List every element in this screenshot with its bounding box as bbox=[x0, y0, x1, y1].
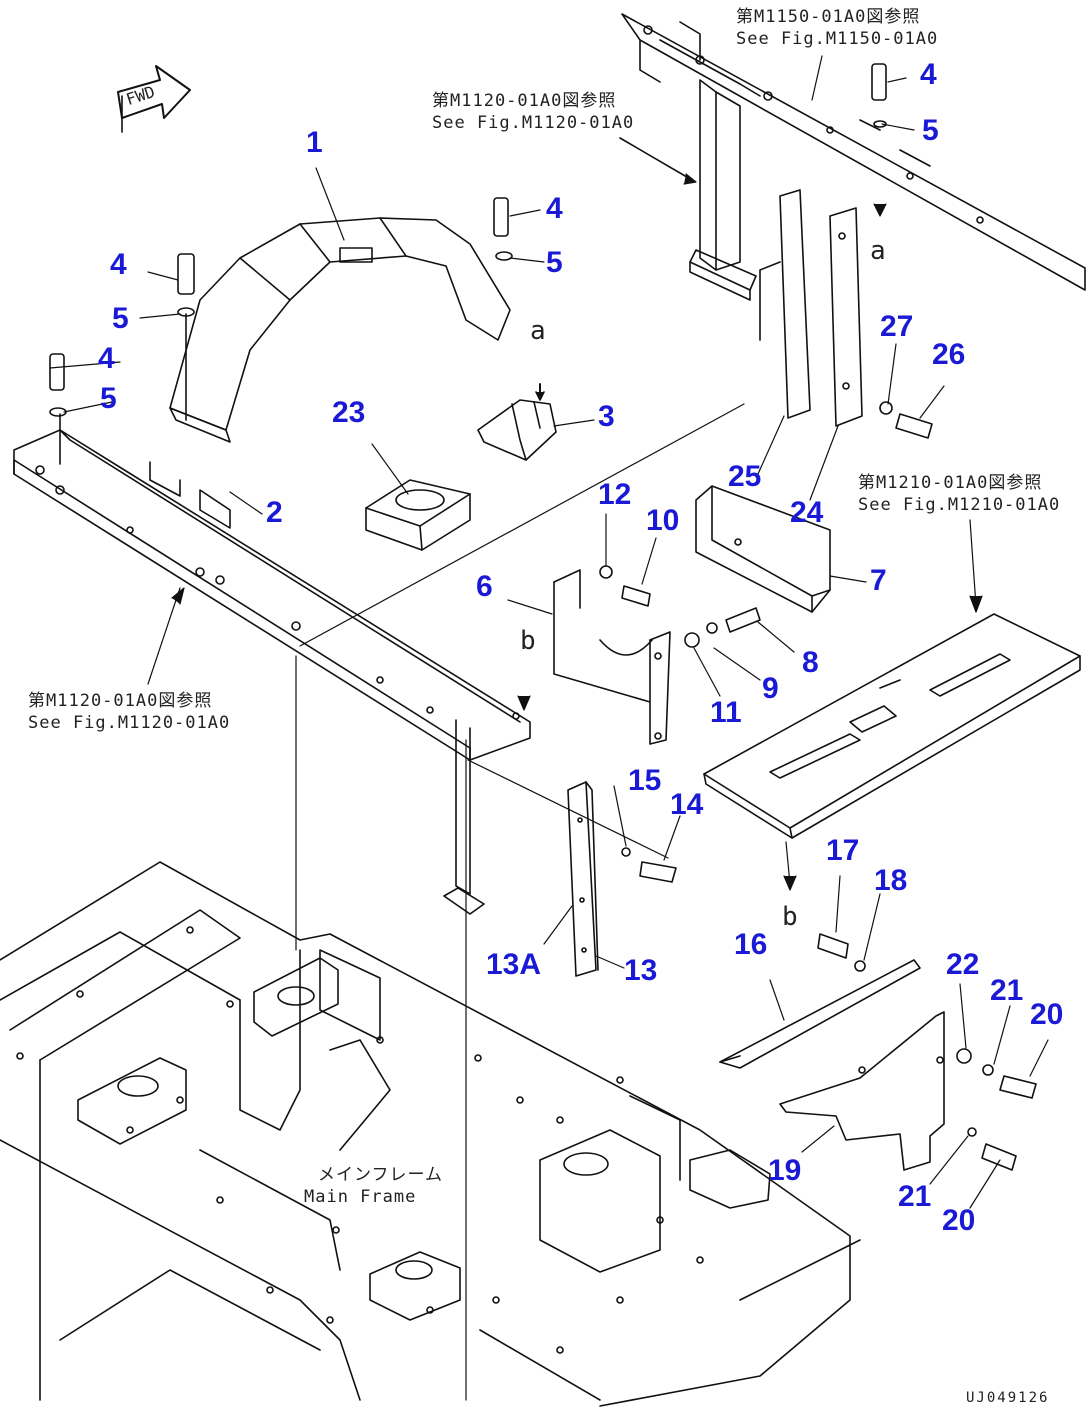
ref-m1150-jp: 第M1150-01A0図参照 bbox=[736, 7, 921, 27]
main-frame-label: メインフレーム Main Frame bbox=[304, 1164, 443, 1208]
callout-11: 11 bbox=[710, 696, 742, 729]
part-1-guard bbox=[169, 217, 511, 443]
callout-5-a: 5 bbox=[922, 114, 939, 147]
ref-m1210-jp: 第M1210-01A0図参照 bbox=[858, 473, 1043, 493]
callout-13A: 13A bbox=[486, 948, 542, 981]
part-19-cover bbox=[779, 1011, 945, 1171]
callout-13: 13 bbox=[624, 954, 658, 987]
callout-20-a: 20 bbox=[1030, 998, 1064, 1031]
marker-b-2: b bbox=[782, 902, 798, 932]
callout-7: 7 bbox=[870, 564, 887, 597]
callout-3: 3 bbox=[598, 400, 615, 433]
callout-20-b: 20 bbox=[942, 1204, 976, 1237]
callout-17: 17 bbox=[826, 834, 860, 867]
center-post bbox=[443, 719, 485, 915]
callout-2: 2 bbox=[266, 496, 283, 529]
callout-19: 19 bbox=[768, 1154, 802, 1187]
callout-4-c: 4 bbox=[110, 248, 127, 281]
ref-m1120-left-en: See Fig.M1120-01A0 bbox=[28, 713, 231, 733]
marker-a-2: a bbox=[870, 236, 886, 266]
marker-a-1: a bbox=[530, 316, 546, 346]
callout-4-a: 4 bbox=[920, 58, 937, 91]
callout-10: 10 bbox=[646, 504, 680, 537]
ref-m1120-top-jp: 第M1120-01A0図参照 bbox=[432, 91, 617, 111]
callout-21-a: 21 bbox=[990, 974, 1024, 1007]
ref-note-m1150: 第M1150-01A0図参照 See Fig.M1150-01A0 bbox=[736, 6, 938, 50]
part-23-pad bbox=[365, 479, 471, 551]
callout-23: 23 bbox=[332, 396, 366, 429]
ref-note-m1120-top: 第M1120-01A0図参照 See Fig.M1120-01A0 bbox=[432, 90, 634, 134]
callout-26: 26 bbox=[932, 338, 966, 371]
callout-18: 18 bbox=[874, 864, 908, 897]
callout-22: 22 bbox=[946, 948, 980, 981]
callout-16: 16 bbox=[734, 928, 768, 961]
ref-note-m1210: 第M1210-01A0図参照 See Fig.M1210-01A0 bbox=[858, 472, 1060, 516]
callout-15: 15 bbox=[628, 764, 662, 797]
callout-9: 9 bbox=[762, 672, 779, 705]
part-13-channel bbox=[567, 781, 599, 977]
ref-note-m1120-left: 第M1120-01A0図参照 See Fig.M1120-01A0 bbox=[28, 690, 230, 734]
marker-b-1: b bbox=[520, 626, 536, 656]
callout-14: 14 bbox=[670, 788, 704, 821]
fwd-arrow-icon bbox=[117, 65, 191, 133]
callout-6: 6 bbox=[476, 570, 493, 603]
main-frame bbox=[0, 861, 861, 1407]
callout-4-d: 4 bbox=[98, 342, 115, 375]
ref-m1120-left-jp: 第M1120-01A0図参照 bbox=[28, 691, 213, 711]
floor-plate bbox=[703, 613, 1081, 839]
ref-m1210-en: See Fig.M1210-01A0 bbox=[858, 495, 1061, 515]
ref-m1150-en: See Fig.M1150-01A0 bbox=[736, 29, 939, 49]
ref-m1120-top-en: See Fig.M1120-01A0 bbox=[432, 113, 635, 133]
callout-24: 24 bbox=[790, 496, 824, 529]
leader-lines bbox=[49, 55, 1049, 1401]
part-16-angle bbox=[719, 959, 921, 1069]
drawing-code: UJ049126 bbox=[966, 1390, 1050, 1406]
callout-21-b: 21 bbox=[898, 1180, 932, 1213]
callout-4-b: 4 bbox=[546, 192, 563, 225]
support-post bbox=[689, 79, 757, 301]
callout-1: 1 bbox=[306, 126, 323, 159]
callout-8: 8 bbox=[802, 646, 819, 679]
callout-5-d: 5 bbox=[100, 382, 117, 415]
part-6-plate bbox=[553, 569, 671, 745]
top-rail bbox=[621, 13, 1086, 291]
callout-27: 27 bbox=[880, 310, 914, 343]
part-7-block bbox=[695, 485, 831, 613]
part-24-25-strips bbox=[759, 189, 863, 427]
callout-12: 12 bbox=[598, 478, 632, 511]
main-frame-jp: メインフレーム bbox=[318, 1165, 443, 1185]
fasteners bbox=[49, 63, 1037, 1171]
part-3-bracket bbox=[477, 383, 557, 461]
callout-25: 25 bbox=[728, 460, 762, 493]
main-frame-en: Main Frame bbox=[304, 1187, 417, 1207]
callout-5-c: 5 bbox=[112, 302, 129, 335]
callout-5-b: 5 bbox=[546, 246, 563, 279]
